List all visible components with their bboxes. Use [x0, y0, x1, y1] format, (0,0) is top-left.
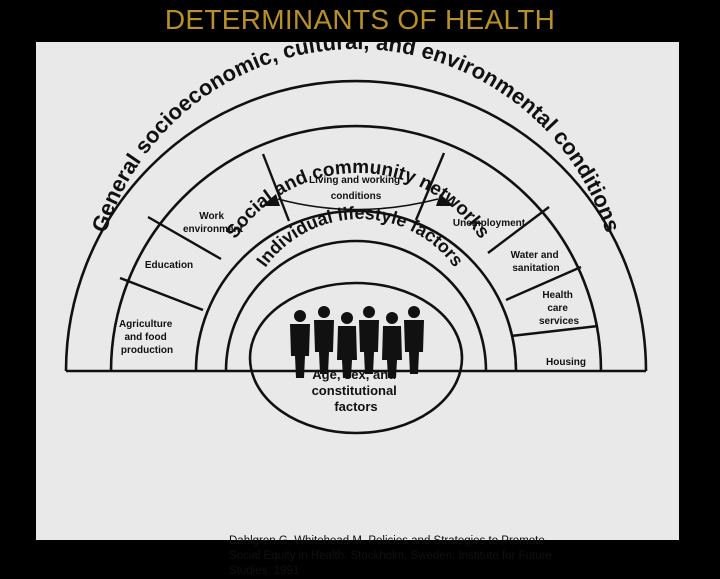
sector-dividers	[119, 152, 599, 338]
slide-title: DETERMINANTS OF HEALTH	[164, 4, 556, 35]
citation-text: Dahlgren G, Whitehead M. Policies and St…	[229, 535, 552, 577]
housing-label: Housing	[546, 357, 586, 368]
conditions-arc	[109, 124, 603, 372]
agriculture-label: Agriculture and food production	[119, 319, 175, 356]
water-sanitation-label: Water and sanitation	[511, 250, 562, 274]
social-arc	[194, 209, 518, 372]
education-label: Education	[145, 260, 193, 271]
living-conditions-arrows	[262, 194, 454, 211]
arrow-left-icon	[262, 194, 280, 206]
outer-arc	[64, 79, 648, 372]
determinants-rainbow-diagram: General socioeconomic, cultural, and env…	[64, 42, 648, 435]
rainbow-arcs	[64, 79, 648, 435]
unemployment-label: Unemployment	[453, 218, 526, 229]
arrow-right-icon	[436, 194, 454, 206]
health-care-services-label: Health care services	[539, 290, 579, 327]
core-factors-label: Age, sex, and constitutional factors	[312, 367, 401, 414]
people-silhouettes-icon	[290, 306, 424, 378]
lifestyle-arc	[224, 239, 488, 372]
core-ellipse	[248, 281, 464, 435]
diagram-panel: General socioeconomic, cultural, and env…	[36, 42, 679, 577]
living-conditions-label: Living and working conditions	[309, 175, 403, 202]
work-environment-label: Work environment	[183, 211, 244, 235]
